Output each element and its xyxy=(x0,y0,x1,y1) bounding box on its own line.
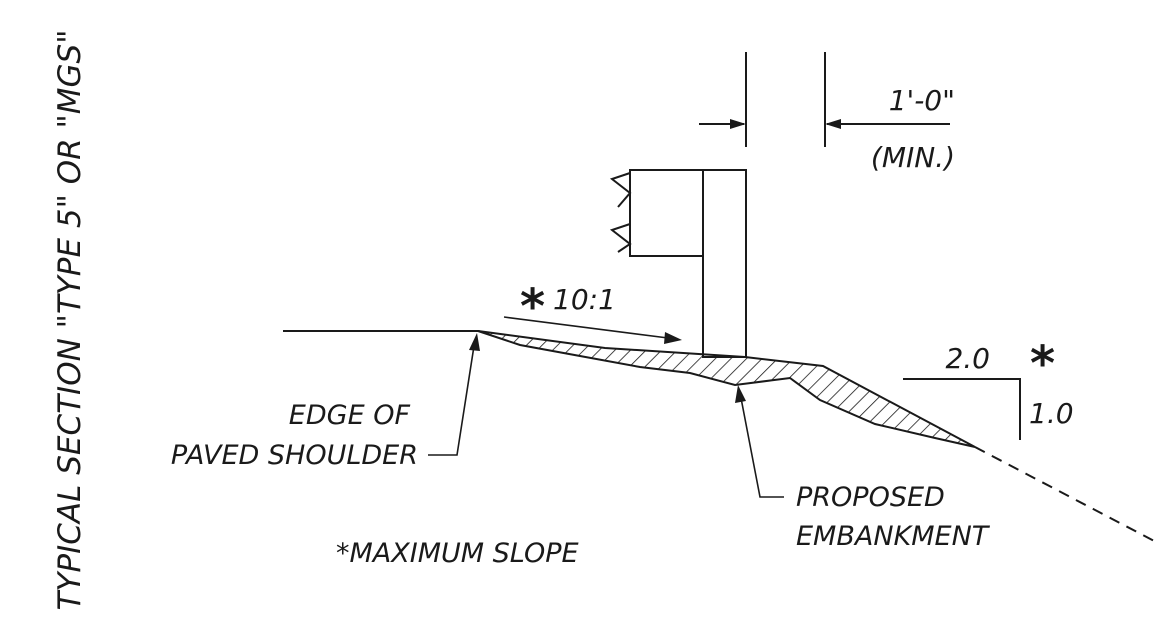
outer-slope-asterisk: * xyxy=(1030,336,1055,392)
maximum-slope-footnote: *MAXIMUM SLOPE xyxy=(336,538,579,569)
edge-leader-line xyxy=(428,345,475,456)
dimension-arrowhead-left xyxy=(730,119,746,129)
embankment-leader-arrowhead xyxy=(735,385,746,403)
dimension-arrowhead-right xyxy=(825,119,841,129)
outer-slope-triangle-lines xyxy=(903,378,1021,440)
inner-slope-arrowhead xyxy=(664,332,682,344)
inner-slope-ratio: 10:1 xyxy=(553,283,616,316)
outer-slope-vertical: 1.0 xyxy=(1029,397,1074,430)
embankment-label-line2: EMBANKMENT xyxy=(796,521,991,552)
offset-dimension: 1'-0" xyxy=(889,84,955,117)
w-beam-rail xyxy=(609,172,632,253)
outer-slope-horizontal: 2.0 xyxy=(945,342,990,375)
inner-slope-arrow-line xyxy=(503,316,669,339)
edge-label-line2: PAVED SHOULDER xyxy=(171,440,418,471)
guardrail-blockout xyxy=(629,169,704,257)
edge-leader-arrowhead xyxy=(469,333,480,351)
inner-slope-asterisk: * xyxy=(520,279,545,335)
guardrail-post xyxy=(702,169,747,358)
section-title: TYPICAL SECTION "TYPE 5" OR "MGS" xyxy=(52,30,88,611)
existing-ground-dashed-line xyxy=(974,446,1158,544)
edge-label-line1: EDGE OF xyxy=(289,400,411,431)
embankment-label-line1: PROPOSED xyxy=(796,482,945,513)
offset-qualifier: (MIN.) xyxy=(871,141,955,174)
embankment-hatch xyxy=(477,330,976,448)
embankment-leader-line xyxy=(740,397,784,498)
